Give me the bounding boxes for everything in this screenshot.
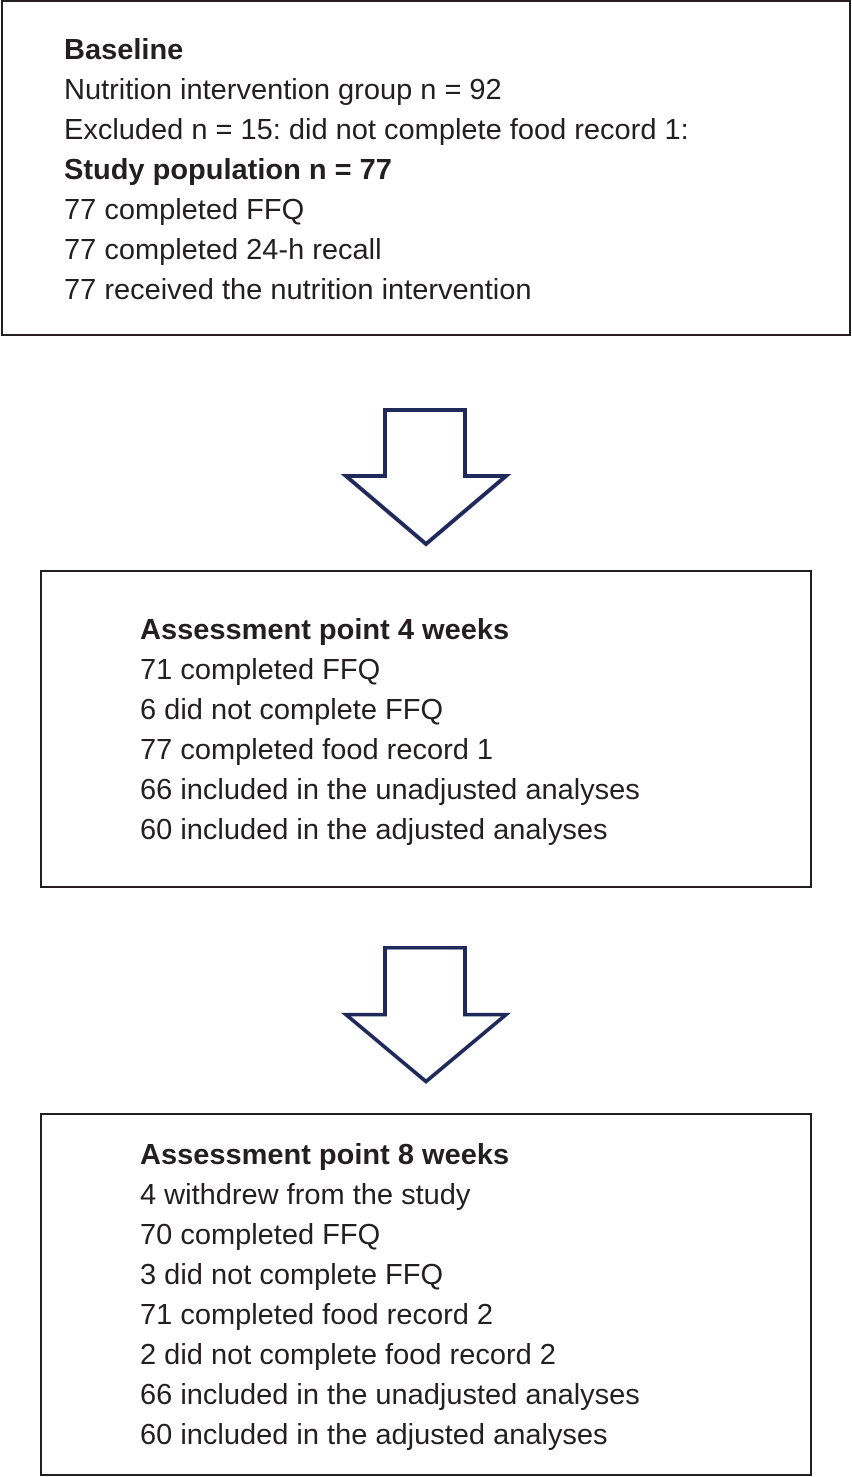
baseline-title: Baseline (64, 34, 184, 66)
arrow-down-icon (340, 408, 512, 547)
week8-lines: 4 withdrew from the study 70 completed FF… (140, 1175, 640, 1455)
flowchart-line: Study population n = 77 (64, 154, 392, 186)
flowchart-line: 66 included in the unadjusted analyses (140, 774, 640, 806)
baseline-lines: Nutrition intervention group n = 92 Exclu… (64, 70, 689, 310)
flowchart-line: 60 included in the adjusted analyses (140, 1419, 608, 1451)
flowchart-line: 77 received the nutrition intervention (64, 274, 532, 306)
flowchart-line: 60 included in the adjusted analyses (140, 814, 608, 846)
flowchart-line: 2 did not complete food record 2 (140, 1339, 556, 1371)
flowchart-line: 77 completed 24-h recall (64, 234, 382, 266)
week8-title: Assessment point 8 weeks (140, 1139, 510, 1171)
week4-box: Assessment point 4 weeks 71 completed FF… (40, 570, 812, 888)
flowchart-line: Nutrition intervention group n = 92 (64, 74, 502, 106)
flowchart-line: 77 completed FFQ (64, 194, 305, 226)
baseline-box: Baseline Nutrition intervention group n … (1, 0, 851, 336)
arrow-down-icon (340, 946, 512, 1084)
flowchart-line: 70 completed FFQ (140, 1219, 381, 1251)
flowchart-line: 71 completed food record 2 (140, 1299, 494, 1331)
flowchart-line: 71 completed FFQ (140, 654, 381, 686)
flowchart-line: 3 did not complete FFQ (140, 1259, 444, 1291)
week8-box: Assessment point 8 weeks 4 withdrew from… (40, 1113, 812, 1476)
flowchart-line: 6 did not complete FFQ (140, 694, 444, 726)
flowchart-line: 77 completed food record 1 (140, 734, 494, 766)
week4-lines: 71 completed FFQ 6 did not complete FFQ 77… (140, 650, 640, 850)
flowchart-line: 4 withdrew from the study (140, 1179, 471, 1211)
flowchart-line: Excluded n = 15: did not complete food r… (64, 114, 689, 146)
week4-title: Assessment point 4 weeks (140, 614, 510, 646)
flowchart-line: 66 included in the unadjusted analyses (140, 1379, 640, 1411)
